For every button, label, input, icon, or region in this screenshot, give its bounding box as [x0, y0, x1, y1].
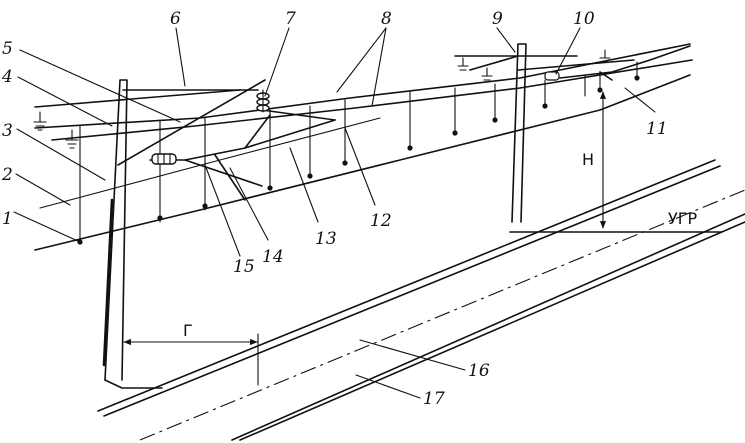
right-registration [599, 71, 613, 81]
right-mast-body [511, 43, 527, 223]
dimension-ugr-label: УГР [668, 209, 698, 228]
ground-symbol-icon [457, 57, 469, 71]
mast-foundation [104, 379, 163, 389]
rail-lower-inner [239, 221, 745, 441]
right-mast [454, 43, 635, 223]
callout-15: 15 [233, 257, 255, 277]
ground-symbol-icon [65, 129, 79, 149]
rail-lower-outer [231, 213, 745, 441]
dimension-height: Н УГР [509, 91, 723, 233]
contact-wire [34, 74, 691, 251]
callout-11: 11 [646, 119, 668, 139]
ground-symbol-icon [599, 49, 611, 63]
right-console-lower [517, 59, 635, 71]
callout-10: 10 [573, 9, 595, 29]
callout-8: 8 [381, 9, 392, 29]
rail-upper-outer [97, 159, 716, 412]
cantilever-upper [261, 109, 336, 121]
insulator-icon [256, 89, 270, 113]
callout-5: 5 [2, 39, 13, 59]
mast-body [104, 79, 128, 381]
right-cantilever [559, 45, 691, 79]
right-bracket [469, 55, 519, 71]
dimension-h-label: Н [582, 150, 594, 169]
callout-3: 3 [2, 121, 13, 141]
messenger-wire-2 [51, 59, 693, 141]
ground-symbol-icon [33, 111, 47, 131]
callout-14: 14 [262, 247, 284, 267]
dimension-g-label: Г [183, 321, 193, 340]
callouts: 1 2 3 4 5 6 7 8 9 10 11 12 13 14 15 16 1… [1, 9, 668, 409]
track [97, 159, 745, 441]
callout-7: 7 [285, 9, 296, 29]
callout-12: 12 [370, 211, 392, 231]
callout-2: 2 [1, 165, 13, 185]
registration-arm [184, 159, 263, 187]
stitch-wire [39, 117, 381, 209]
callout-16: 16 [468, 361, 490, 381]
insulator-icon [151, 153, 177, 165]
callout-6: 6 [170, 9, 181, 29]
console-brace [117, 79, 266, 166]
ground-symbol-icon [481, 67, 493, 81]
callout-17: 17 [423, 389, 445, 409]
stay-tube [214, 154, 246, 201]
clamp-dots [77, 75, 640, 245]
mast-ladder [102, 198, 114, 367]
messenger-wire [34, 43, 691, 129]
messenger-left-end [34, 89, 241, 108]
callout-1: 1 [2, 209, 13, 229]
droppers [79, 61, 638, 243]
dimension-gauge: Г [123, 321, 259, 386]
catenary [34, 43, 693, 251]
rail-upper-inner [103, 165, 721, 417]
callout-4: 4 [1, 67, 13, 87]
leader-lines [13, 27, 656, 399]
support-post [244, 114, 271, 149]
callout-9: 9 [492, 9, 503, 29]
callout-13: 13 [315, 229, 337, 249]
